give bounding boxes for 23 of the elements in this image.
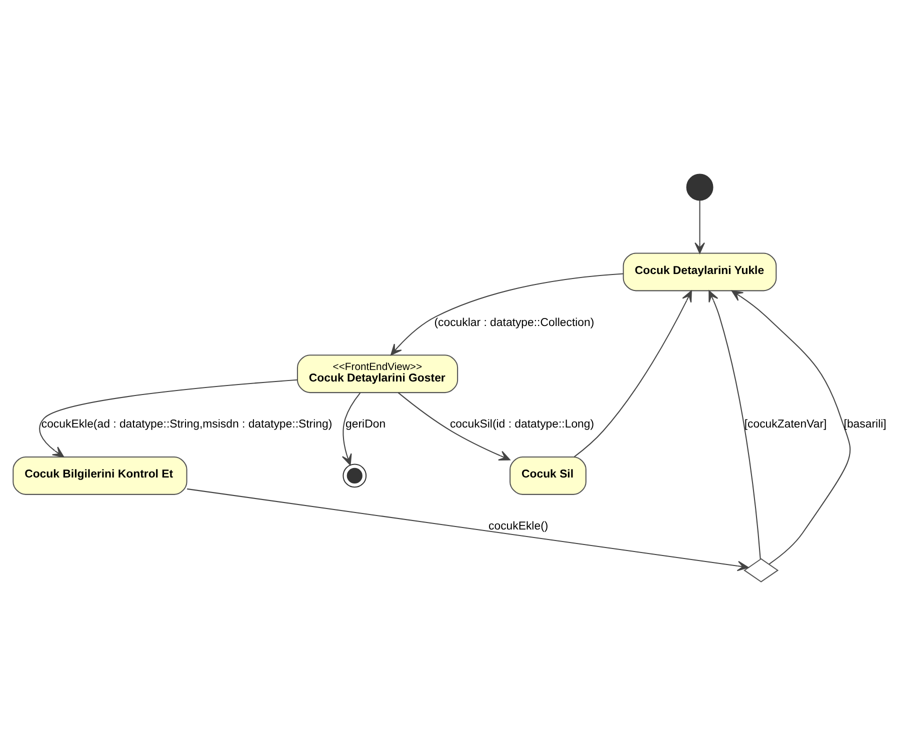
edge-label: cocukEkle() (488, 520, 548, 532)
node-circle (342, 463, 366, 488)
arrow (730, 290, 850, 564)
node-diamond (743, 558, 778, 582)
node-box: Cocuk Bilgilerini Kontrol Et (12, 456, 187, 494)
edge-label: cocukEkle(ad : datatype::String,msisdn : datatype::String) (40, 418, 332, 430)
edge-label: [cocukZatenVar] (744, 418, 826, 430)
arrow (38, 378, 297, 457)
arrow (186, 488, 748, 571)
node-box: <<FrontEndView>> Cocuk Detaylarini Goster (296, 354, 458, 393)
node-circle (686, 173, 713, 200)
node-box: Cocuk Detaylarini Yukle (622, 252, 776, 291)
arrow (397, 392, 510, 460)
arrow (341, 392, 360, 465)
arrow (708, 290, 760, 558)
edge-label: [basarili] (843, 418, 886, 430)
edge-label: cocukSil(id : datatype::Long) (449, 418, 594, 430)
node-box: Cocuk Sil (509, 456, 586, 494)
arrow (573, 290, 692, 457)
arrow (390, 272, 623, 355)
edge-label: (cocuklar : datatype::Collection) (434, 316, 594, 328)
arrow (694, 200, 704, 254)
edge-label: geriDon (345, 418, 386, 430)
